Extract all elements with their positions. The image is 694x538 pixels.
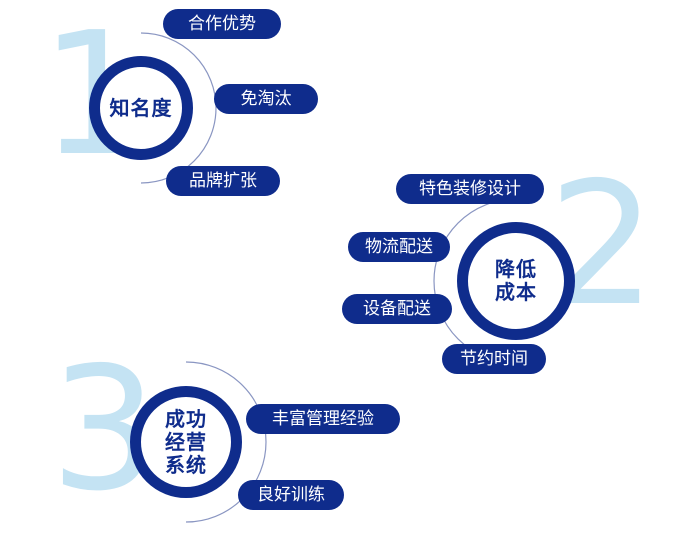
pill-save-time: 节约时间 (442, 344, 546, 374)
pill-decoration-design: 特色装修设计 (396, 174, 544, 204)
circle-label-block: 降低 成本 (495, 258, 537, 304)
circle-label-line: 成功 (165, 406, 207, 431)
pill-management-experience: 丰富管理经验 (246, 404, 400, 434)
circle-label-block: 成功 经营 系统 (165, 406, 207, 477)
pill-no-elimination: 免淘汰 (214, 84, 318, 114)
circle-business-system: 成功 经营 系统 (130, 386, 242, 498)
pill-logistics: 物流配送 (348, 232, 450, 262)
circle-label-line: 降低 (495, 257, 537, 281)
circle-brand-awareness: 知名度 (89, 56, 193, 160)
circle-label-line: 成本 (495, 280, 537, 304)
pill-good-training: 良好训练 (238, 480, 344, 510)
circle-label-line: 系统 (165, 452, 207, 477)
pill-equipment: 设备配送 (342, 294, 452, 324)
pill-cooperation-advantage: 合作优势 (163, 9, 281, 39)
arc-group-3 (185, 361, 267, 523)
circle-reduce-cost: 降低 成本 (457, 222, 575, 340)
pill-brand-expansion: 品牌扩张 (166, 166, 280, 196)
circle-label-line: 经营 (165, 429, 207, 454)
circle-label: 知名度 (109, 95, 173, 120)
